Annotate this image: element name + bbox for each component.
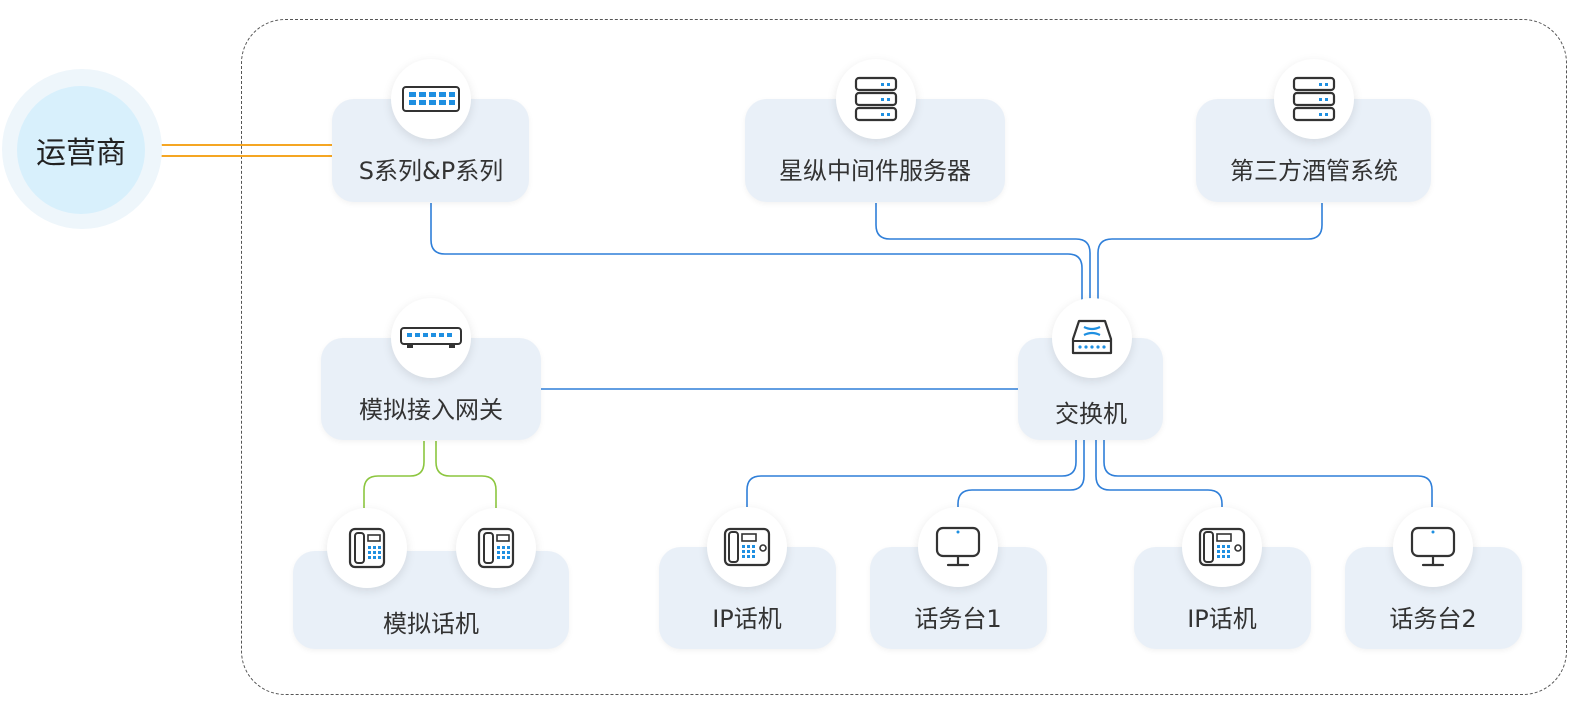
carrier-trunk-lines: [146, 144, 333, 157]
patch-panel-icon: [391, 59, 471, 139]
ip-phone-icon: [1182, 507, 1262, 587]
ip-phone-icon: [707, 507, 787, 587]
middleware-label: 星纵中间件服务器: [779, 157, 971, 185]
carrier-label: 运营商: [36, 136, 126, 171]
gateway-icon: [391, 298, 471, 378]
ip-phone-2-label: IP话机: [1187, 605, 1257, 633]
backbone-lines: [430, 203, 1433, 507]
monitor-icon: [918, 507, 998, 587]
server-icon: [836, 59, 916, 139]
desk-phone-icon: [456, 508, 536, 588]
carrier-node: 运营商: [17, 86, 145, 214]
desk-phone-icon: [327, 508, 407, 588]
gateway-label: 模拟接入网关: [359, 396, 503, 424]
monitor-icon: [1393, 507, 1473, 587]
analog-phone-label: 模拟话机: [383, 610, 479, 638]
console-1-label: 话务台1: [914, 605, 1002, 633]
sp-series-label: S系列&P系列: [358, 157, 504, 185]
switch-icon: [1052, 298, 1132, 378]
server-icon: [1274, 59, 1354, 139]
console-2-label: 话务台2: [1389, 605, 1477, 633]
analog-lines: [363, 441, 497, 508]
network-boundary: [241, 19, 1567, 695]
switch-label: 交换机: [1055, 400, 1127, 428]
ip-phone-1-label: IP话机: [712, 605, 782, 633]
third-party-label: 第三方酒管系统: [1230, 157, 1398, 185]
